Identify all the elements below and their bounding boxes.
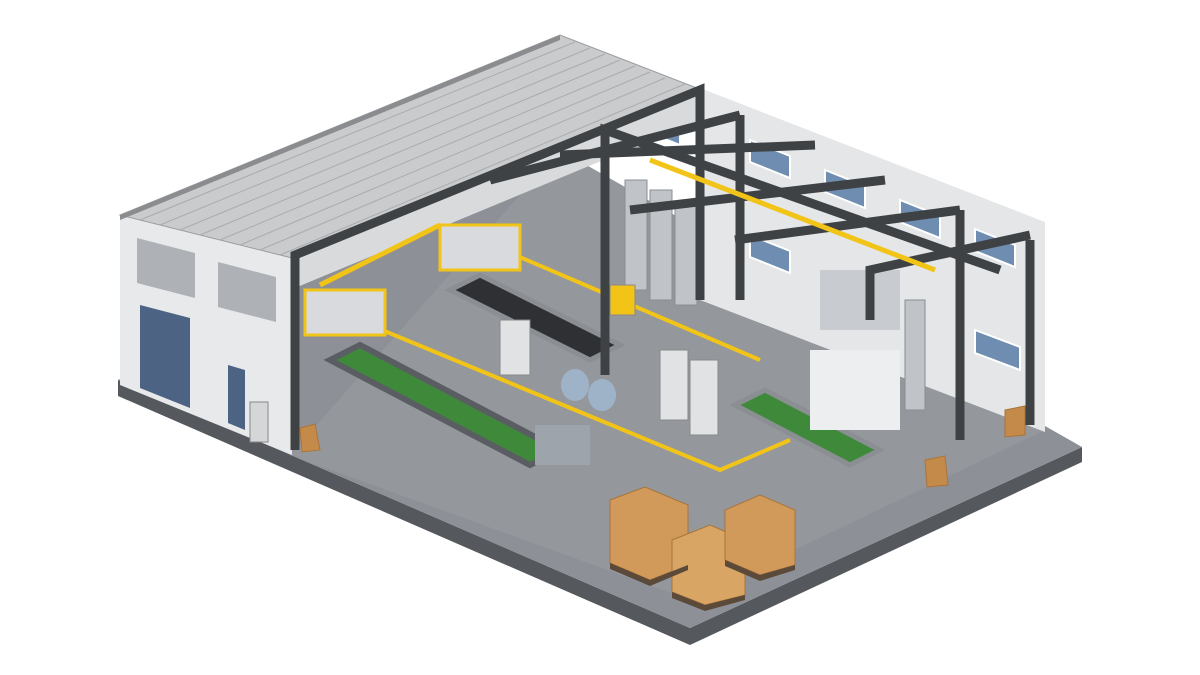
conveyor-3: [729, 387, 886, 468]
steel-frame: [290, 83, 1035, 450]
control-panel-icon: [499, 284, 719, 436]
back-left-wall: [290, 88, 700, 290]
conveyor-2: [444, 272, 626, 363]
electrical-box: [249, 401, 269, 443]
roller-machine: [303, 223, 900, 465]
vent-grille: [137, 238, 276, 322]
pallets: [610, 560, 795, 611]
roof-ribs: [139, 41, 686, 256]
side-door: [228, 365, 245, 430]
roof-edge: [120, 35, 560, 220]
silo-icon: [624, 179, 926, 411]
crate-icon: [299, 405, 1026, 606]
barrels: [561, 369, 616, 411]
floor-slab-edge: [118, 380, 1082, 645]
crane-rail: [318, 157, 936, 288]
roller-door-icon: [140, 305, 190, 408]
